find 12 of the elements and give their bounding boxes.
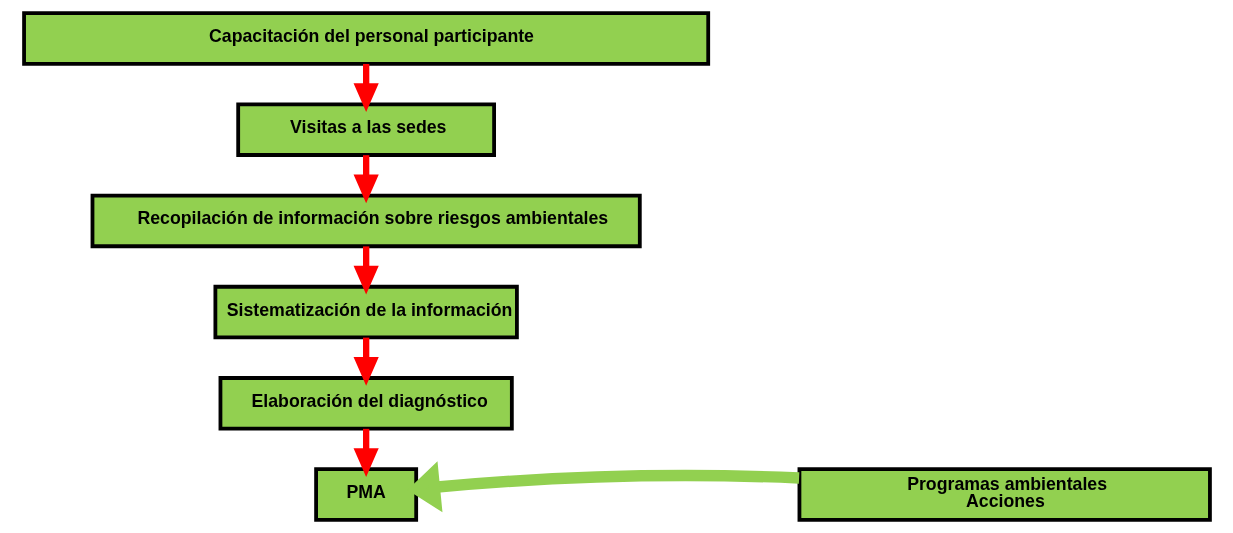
node-box: Capacitación del personal participante [21,11,710,66]
arrow [353,155,379,204]
arrow [353,337,379,386]
arrow [353,63,379,113]
arrow [353,428,379,477]
node-box: Programas ambientales Acciones [797,467,1212,522]
node-box: Visitas a las sedes [235,102,496,157]
node-box: PMA [313,467,418,522]
node-box: Recopilación de información sobre riesgos ambientales [90,193,642,249]
node-box: Elaboración del diagnóstico [218,376,514,431]
node-box: Sistematización de la información [213,284,519,340]
arrow [353,246,379,295]
